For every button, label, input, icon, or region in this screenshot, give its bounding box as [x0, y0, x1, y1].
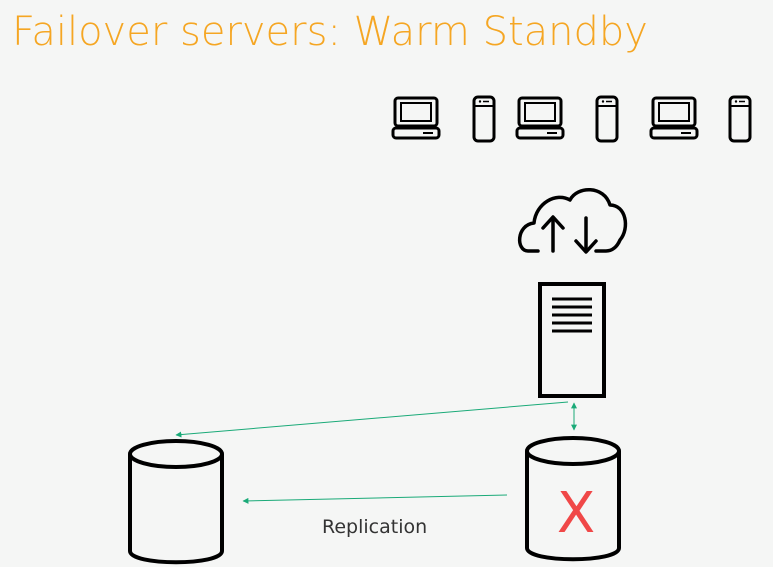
- cloud-sync-icon: [518, 188, 628, 254]
- replication-arrow: [242, 494, 508, 504]
- laptop-icon: [515, 96, 565, 140]
- slide-title: Failover servers: Warm Standby: [12, 9, 648, 55]
- standby-database-icon: [128, 439, 224, 565]
- laptop-icon: [649, 96, 699, 140]
- laptop-icon: [391, 96, 441, 140]
- failed-mark: X: [557, 481, 595, 546]
- replication-label: Replication: [322, 516, 428, 538]
- phone-icon: [728, 95, 752, 143]
- server-to-standby-arrow: [175, 401, 569, 438]
- primary-database-icon: X: [525, 436, 621, 562]
- phone-icon: [595, 95, 619, 143]
- clients-row: [391, 95, 752, 143]
- server-icon: [538, 282, 606, 398]
- phone-icon: [472, 95, 496, 143]
